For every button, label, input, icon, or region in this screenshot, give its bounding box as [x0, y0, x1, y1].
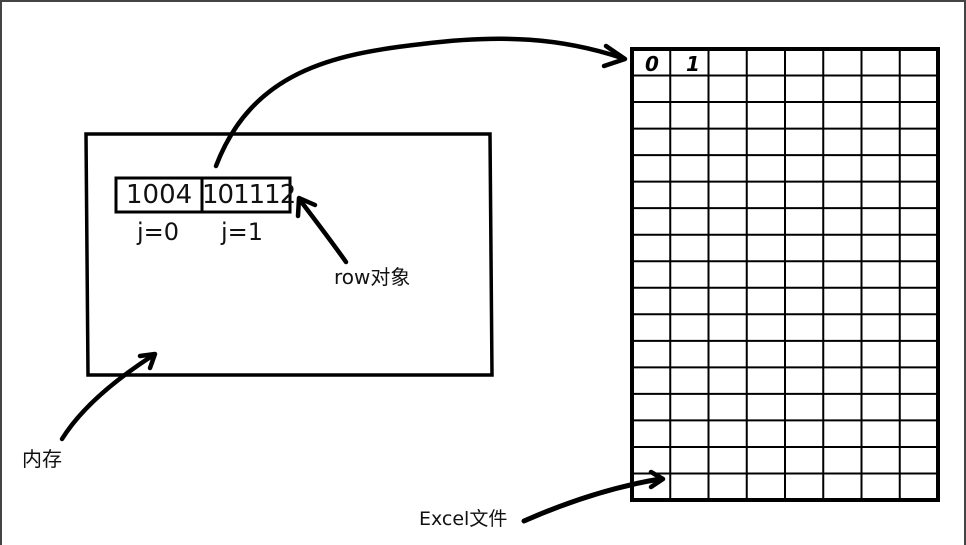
- memory-cell-1-index: j=1: [221, 218, 264, 246]
- arrow-row-label: [297, 197, 349, 265]
- excel-column-header-1: 1: [686, 52, 700, 76]
- excel-grid-lines: [632, 49, 938, 500]
- arrow-memory-label: [59, 353, 155, 442]
- arrow-memory-to-excel: [213, 36, 625, 169]
- memory-cell-0-index: j=0: [137, 218, 180, 246]
- arrowhead-row-label: [295, 195, 318, 219]
- arrow-excel-label: [521, 476, 663, 524]
- memory-cell-1-border: [200, 176, 292, 214]
- arrowhead-excel-label: [648, 469, 666, 490]
- memory-cell-0-value: 1004: [126, 180, 193, 210]
- arrowhead-memory-label: [137, 351, 158, 371]
- excel-column-header-0: 0: [645, 52, 659, 76]
- excel-file-label: Excel文件: [419, 508, 508, 530]
- memory-label: 内存: [22, 447, 62, 471]
- row-object-label: row对象: [334, 265, 411, 289]
- memory-box: [84, 132, 494, 377]
- arrowhead-memory-to-excel: [601, 43, 628, 69]
- memory-cell-1-value: 101112: [202, 180, 296, 210]
